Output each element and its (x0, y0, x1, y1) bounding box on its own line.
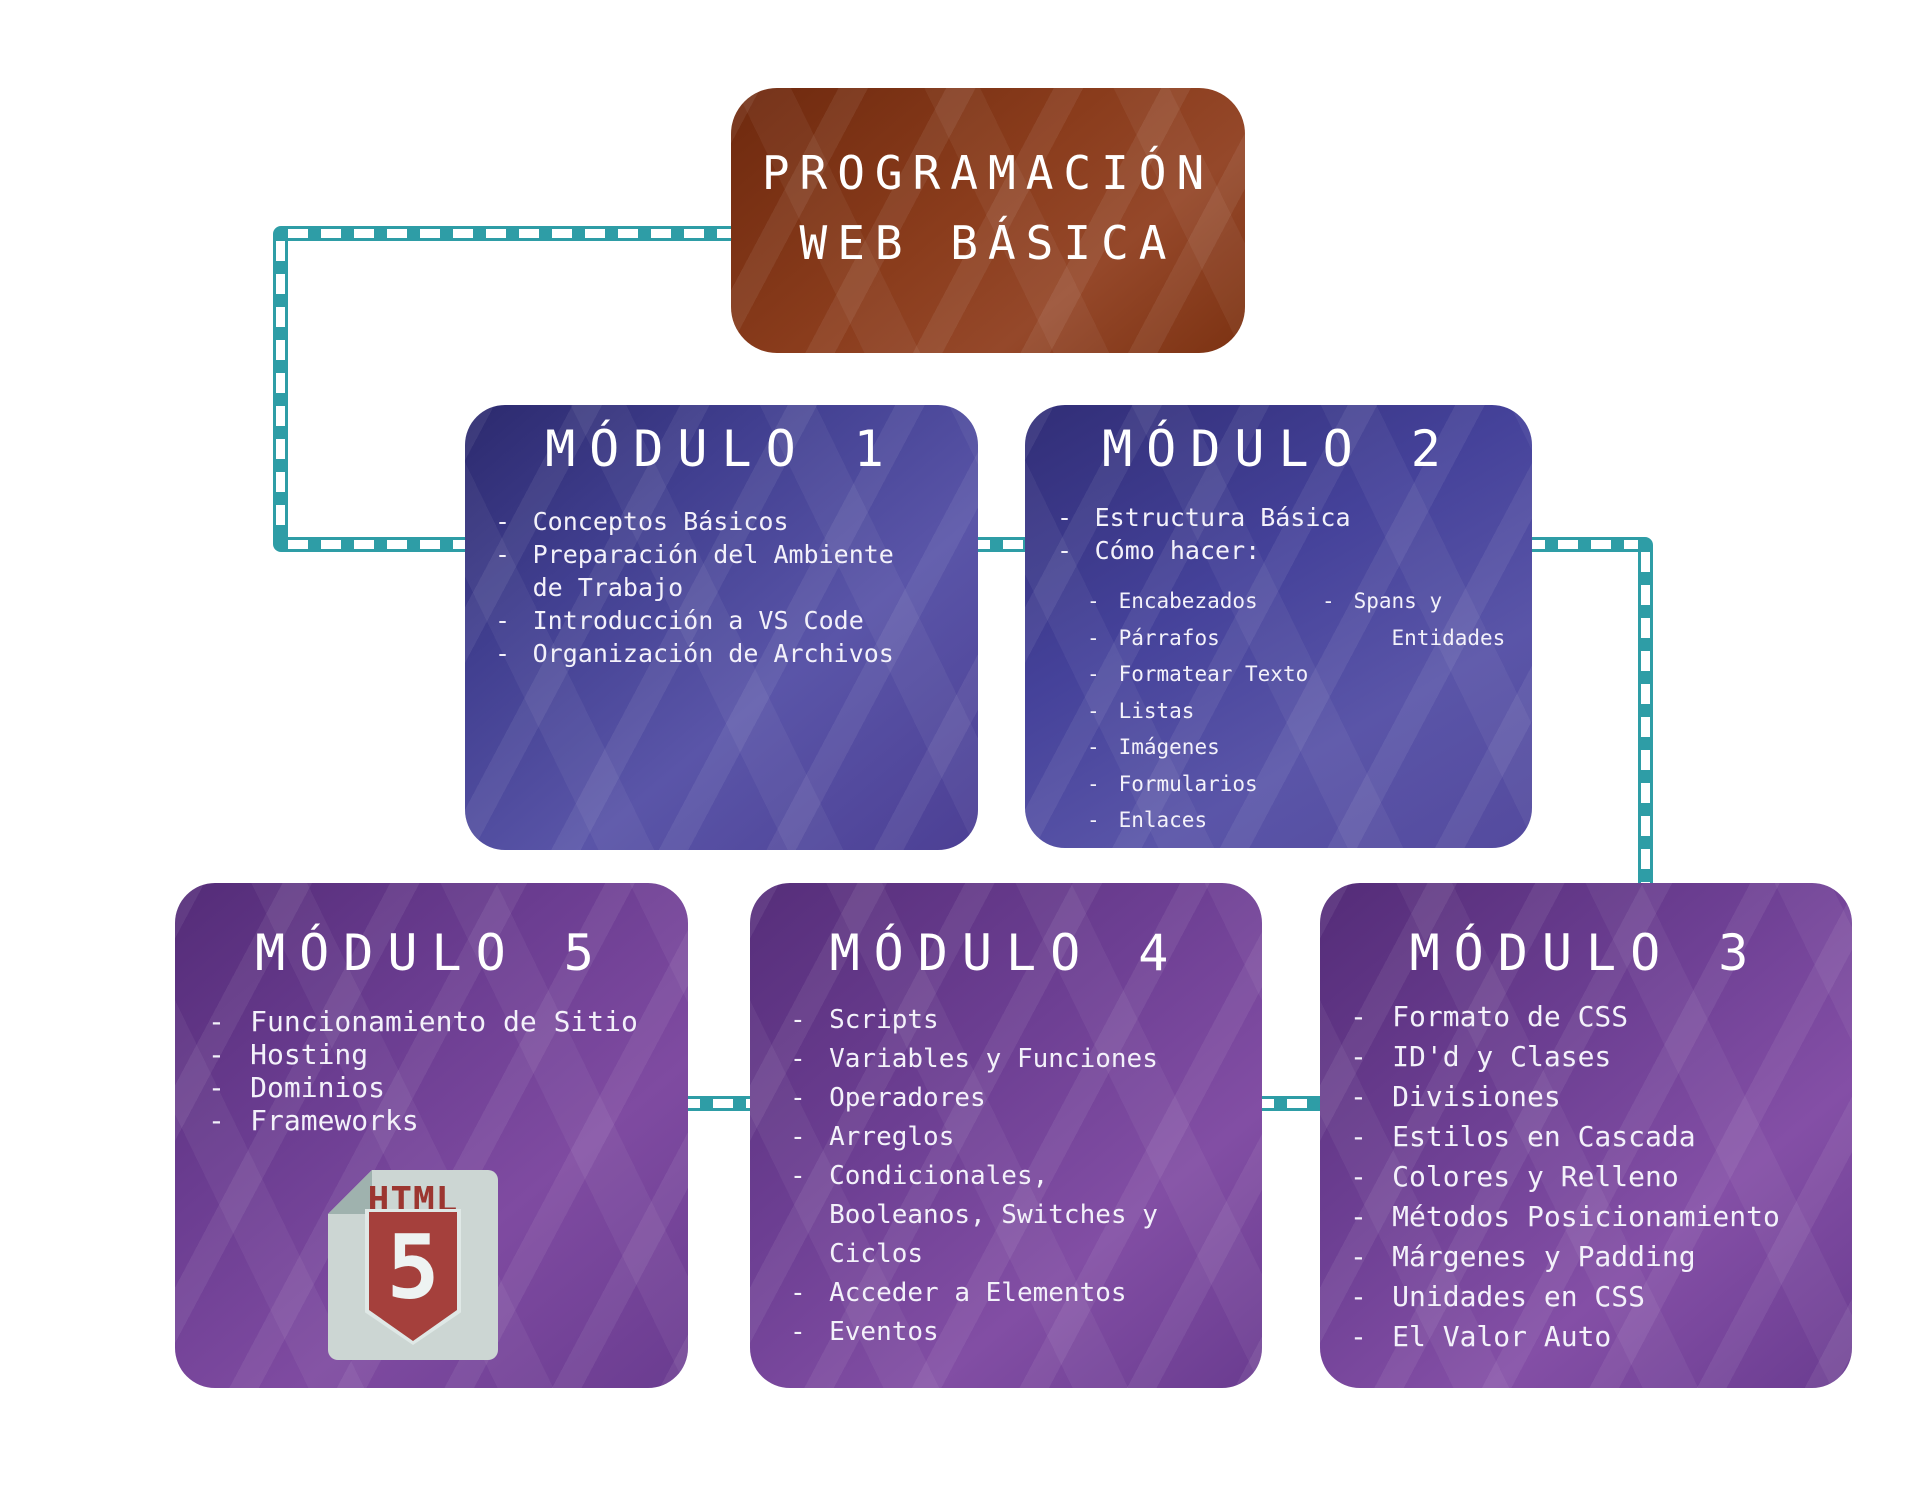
module-5-heading: MÓDULO 5 (255, 924, 608, 982)
list-item: Estructura Básica (1057, 501, 1516, 534)
connector-corner (273, 226, 288, 241)
list-item: ID'd y Clases (1350, 1037, 1838, 1077)
module-5-box: MÓDULO 5 Funcionamiento de SitioHostingD… (175, 883, 688, 1388)
connector-module5-module4 (680, 1096, 758, 1111)
list-item: Organización de Archivos (495, 637, 956, 670)
connector-corner (1638, 537, 1653, 552)
list-item: Spans y Entidades (1322, 583, 1505, 656)
list-item: Métodos Posicionamiento (1350, 1197, 1838, 1237)
connector-left-vertical (273, 241, 288, 537)
list-item: Condicionales, Booleanos, Switches y Cic… (790, 1157, 1242, 1274)
module-2-list: Estructura BásicaCómo hacer: (1025, 501, 1532, 567)
module-4-list: ScriptsVariables y FuncionesOperadoresAr… (750, 1001, 1262, 1352)
module-4-box: MÓDULO 4 ScriptsVariables y FuncionesOpe… (750, 883, 1262, 1388)
list-item: Estilos en Cascada (1350, 1117, 1838, 1157)
module-3-box: MÓDULO 3 Formato de CSSID'd y ClasesDivi… (1320, 883, 1852, 1388)
html5-file-icon: HTML 5 (328, 1170, 498, 1360)
connector-title-horizontal (288, 226, 738, 241)
module-3-heading: MÓDULO 3 (1409, 924, 1763, 982)
module-5-list: Funcionamiento de SitioHostingDominiosFr… (175, 1005, 688, 1137)
list-item: Operadores (790, 1079, 1242, 1118)
list-item: Eventos (790, 1313, 1242, 1352)
list-item: Márgenes y Padding (1350, 1237, 1838, 1277)
module-2-heading: MÓDULO 2 (1102, 420, 1455, 478)
list-item: Arreglos (790, 1118, 1242, 1157)
html5-shield-icon: 5 (369, 1212, 457, 1341)
module-4-heading: MÓDULO 4 (829, 924, 1183, 982)
module-1-list: Conceptos BásicosPreparación del Ambient… (465, 505, 978, 670)
list-item: Colores y Relleno (1350, 1157, 1838, 1197)
list-item: Encabezados (1087, 583, 1322, 620)
list-item: Formatear Texto (1087, 656, 1322, 693)
list-item: Scripts (790, 1001, 1242, 1040)
module-2-box: MÓDULO 2 Estructura BásicaCómo hacer: En… (1025, 405, 1532, 848)
list-item: Párrafos (1087, 620, 1322, 657)
module-1-box: MÓDULO 1 Conceptos BásicosPreparación de… (465, 405, 978, 850)
module-2-sublists: EncabezadosPárrafosFormatear TextoListas… (1025, 583, 1532, 839)
list-item: Preparación del Ambiente de Trabajo (495, 538, 956, 604)
connector-module2-right (1525, 537, 1638, 552)
list-item: Variables y Funciones (790, 1040, 1242, 1079)
list-item: Imágenes (1087, 729, 1322, 766)
list-item: Formato de CSS (1350, 997, 1838, 1037)
title-line2: WEB BÁSICA (799, 216, 1177, 270)
list-item: Formularios (1087, 766, 1322, 803)
list-item: Introducción a VS Code (495, 604, 956, 637)
connector-corner (273, 537, 288, 552)
module-1-heading: MÓDULO 1 (545, 420, 898, 478)
module-3-list: Formato de CSSID'd y ClasesDivisionesEst… (1320, 997, 1852, 1357)
list-item: Frameworks (208, 1104, 674, 1137)
list-item: Dominios (208, 1071, 674, 1104)
connector-to-module1 (288, 537, 473, 552)
list-item: El Valor Auto (1350, 1317, 1838, 1357)
list-item: Enlaces (1087, 802, 1322, 839)
list-item: Hosting (208, 1038, 674, 1071)
list-item: Unidades en CSS (1350, 1277, 1838, 1317)
list-item: Conceptos Básicos (495, 505, 956, 538)
list-item: Cómo hacer: (1057, 534, 1516, 567)
connector-module4-module3 (1254, 1096, 1328, 1111)
list-item: Acceder a Elementos (790, 1274, 1242, 1313)
connector-right-vertical (1638, 552, 1653, 890)
html5-number: 5 (386, 1216, 440, 1319)
list-item: Listas (1087, 693, 1322, 730)
connector-module1-module2 (970, 537, 1034, 552)
title-line1: PROGRAMACIÓN (761, 146, 1215, 200)
module-2-sublist-right: Spans y Entidades (1322, 583, 1505, 839)
title-box: PROGRAMACIÓN WEB BÁSICA (731, 88, 1245, 353)
module-2-sublist-left: EncabezadosPárrafosFormatear TextoListas… (1087, 583, 1322, 839)
list-item: Funcionamiento de Sitio (208, 1005, 674, 1038)
list-item: Divisiones (1350, 1077, 1838, 1117)
